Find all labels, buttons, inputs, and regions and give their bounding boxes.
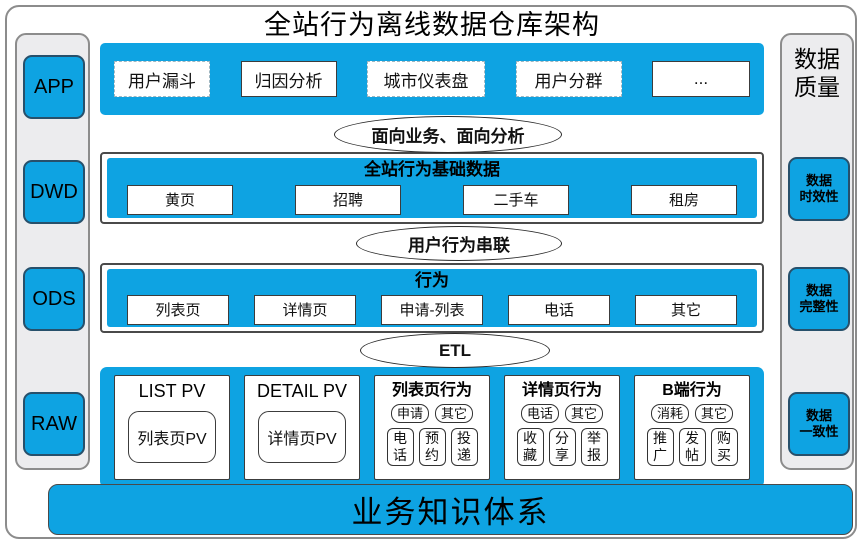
ods-layer-title: 行为 bbox=[415, 271, 449, 290]
connector-user-behavior-linking: 用户行为串联 bbox=[356, 226, 562, 261]
raw-box-bside-behavior: B端行为 消耗 其它 推广 发帖 购买 bbox=[634, 375, 750, 480]
raw-box-title: B端行为 bbox=[662, 382, 722, 399]
rail-item-ods: ODS bbox=[23, 267, 85, 331]
ods-box-row: 列表页 详情页 申请-列表 电话 其它 bbox=[107, 292, 757, 327]
pill-promote: 推广 bbox=[646, 428, 674, 466]
app-layer-bar: 用户漏斗 归因分析 城市仪表盘 用户分群 ... bbox=[100, 43, 764, 115]
pill-other: 其它 bbox=[435, 404, 474, 423]
diagram-title: 全站行为离线数据仓库架构 bbox=[264, 10, 600, 40]
quality-item-line: 完整性 bbox=[799, 299, 839, 314]
raw-box-title: 列表页行为 bbox=[391, 382, 472, 399]
pill-row: 电话 其它 bbox=[520, 404, 604, 423]
dwd-box-recruiting: 招聘 bbox=[295, 184, 401, 215]
ods-layer-panel: 行为 列表页 详情页 申请-列表 电话 其它 bbox=[100, 263, 764, 333]
raw-box-listpage-behavior: 列表页行为 申请 其它 电话 预约 投递 bbox=[374, 375, 490, 480]
raw-box-list-pv: LIST PV 列表页PV bbox=[114, 375, 230, 480]
quality-item-consistency: 数据 一致性 bbox=[788, 392, 850, 456]
pill-apply: 申请 bbox=[390, 404, 429, 423]
pill-phone: 电话 bbox=[386, 428, 414, 466]
rail-item-dwd: DWD bbox=[23, 160, 85, 224]
pill-row: 消耗 其它 bbox=[650, 404, 734, 423]
raw-box-detailpage-behavior: 详情页行为 电话 其它 收藏 分享 举报 bbox=[504, 375, 620, 480]
pill-share: 分享 bbox=[548, 428, 576, 466]
ods-box-other: 其它 bbox=[635, 294, 737, 325]
quality-item-line: 时效性 bbox=[799, 189, 839, 204]
app-box-city-dashboard: 城市仪表盘 bbox=[367, 61, 485, 97]
data-quality-rail: 数据 质量 数据 时效性 数据 完整性 数据 一致性 bbox=[780, 33, 854, 470]
left-rail: APP DWD ODS RAW bbox=[15, 33, 90, 470]
app-box-user-funnel: 用户漏斗 bbox=[114, 61, 210, 97]
pill-post: 发帖 bbox=[678, 428, 706, 466]
quality-item-line: 数据 bbox=[805, 283, 832, 298]
dwd-box-usedcars: 二手车 bbox=[463, 184, 569, 215]
dwd-box-yellowpages: 黄页 bbox=[127, 184, 233, 215]
raw-inner-listpage-pv: 列表页PV bbox=[128, 411, 216, 463]
pill-deliver: 投递 bbox=[450, 428, 478, 466]
pill-report: 举报 bbox=[580, 428, 608, 466]
app-box-user-segments: 用户分群 bbox=[515, 61, 622, 97]
pill-row: 推广 发帖 购买 bbox=[646, 428, 738, 466]
pill-other: 其它 bbox=[565, 404, 604, 423]
pill-row: 申请 其它 bbox=[390, 404, 474, 423]
quality-item-line: 数据 bbox=[805, 173, 832, 188]
dwd-box-rentals: 租房 bbox=[631, 184, 737, 215]
raw-box-title: LIST PV bbox=[138, 381, 206, 401]
dwd-layer-title: 全站行为基础数据 bbox=[364, 160, 500, 179]
pill-row: 收藏 分享 举报 bbox=[516, 428, 608, 466]
raw-inner-detailpage-pv: 详情页PV bbox=[258, 411, 346, 463]
connector-etl: ETL bbox=[360, 333, 550, 368]
dwd-layer-panel: 全站行为基础数据 黄页 招聘 二手车 租房 bbox=[100, 152, 764, 224]
app-box-attribution: 归因分析 bbox=[240, 61, 337, 97]
outer-frame bbox=[5, 5, 857, 539]
rail-item-app: APP bbox=[23, 55, 85, 119]
quality-item-line: 数据 bbox=[805, 408, 832, 423]
ods-box-detailpage: 详情页 bbox=[254, 294, 356, 325]
data-quality-title-line1: 数据 bbox=[794, 46, 840, 72]
app-box-more: ... bbox=[652, 61, 750, 97]
data-quality-title-line2: 质量 bbox=[794, 74, 840, 100]
pill-reserve: 预约 bbox=[418, 428, 446, 466]
pill-other: 其它 bbox=[695, 404, 734, 423]
raw-layer-bar: LIST PV 列表页PV DETAIL PV 详情页PV 列表页行为 申请 其… bbox=[100, 367, 764, 488]
pill-phone: 电话 bbox=[520, 404, 559, 423]
pill-favorite: 收藏 bbox=[516, 428, 544, 466]
raw-box-detail-pv: DETAIL PV 详情页PV bbox=[244, 375, 360, 480]
ods-layer-inner: 行为 列表页 详情页 申请-列表 电话 其它 bbox=[107, 269, 757, 327]
quality-item-completeness: 数据 完整性 bbox=[788, 267, 850, 331]
pill-purchase: 购买 bbox=[710, 428, 738, 466]
quality-item-line: 一致性 bbox=[799, 424, 839, 439]
pill-consume: 消耗 bbox=[650, 404, 689, 423]
pill-row: 电话 预约 投递 bbox=[386, 428, 478, 466]
ods-box-apply-list: 申请-列表 bbox=[381, 294, 483, 325]
dwd-layer-inner: 全站行为基础数据 黄页 招聘 二手车 租房 bbox=[107, 158, 757, 218]
quality-item-timeliness: 数据 时效性 bbox=[788, 157, 850, 221]
ods-box-listpage: 列表页 bbox=[127, 294, 229, 325]
data-quality-title: 数据 质量 bbox=[782, 45, 852, 101]
connector-business-analysis: 面向业务、面向分析 bbox=[334, 116, 562, 153]
raw-box-title: DETAIL PV bbox=[256, 381, 348, 401]
rail-item-raw: RAW bbox=[23, 392, 85, 456]
business-knowledge-footer: 业务知识体系 bbox=[48, 484, 853, 535]
raw-box-title: 详情页行为 bbox=[521, 382, 602, 399]
dwd-box-row: 黄页 招聘 二手车 租房 bbox=[107, 181, 757, 218]
ods-box-phone: 电话 bbox=[508, 294, 610, 325]
